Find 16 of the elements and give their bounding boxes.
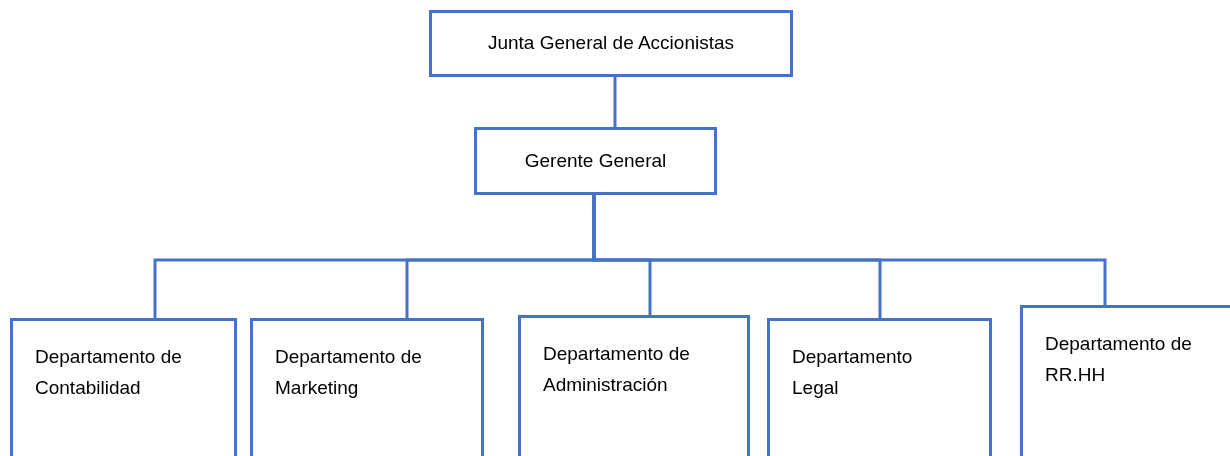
department-box xyxy=(518,315,750,456)
department-box xyxy=(10,318,237,456)
box-label: Departamento de Marketing xyxy=(275,345,423,400)
box-label: Gerente General xyxy=(524,148,667,173)
connector-line xyxy=(613,77,617,127)
box-label: Junta General de Accionistas xyxy=(487,31,735,56)
position-box xyxy=(429,10,793,77)
box-label: Departamento de Contabilidad xyxy=(35,345,183,400)
connector-line xyxy=(592,195,1107,305)
box-label: Departamento de RR.HH xyxy=(1045,332,1193,387)
department-box xyxy=(250,318,484,456)
department-box xyxy=(767,318,992,456)
box-label: Departamento Legal xyxy=(792,345,914,400)
department-box xyxy=(1020,305,1230,456)
box-label: Departamento de Administración xyxy=(543,342,691,397)
position-box xyxy=(474,127,717,195)
